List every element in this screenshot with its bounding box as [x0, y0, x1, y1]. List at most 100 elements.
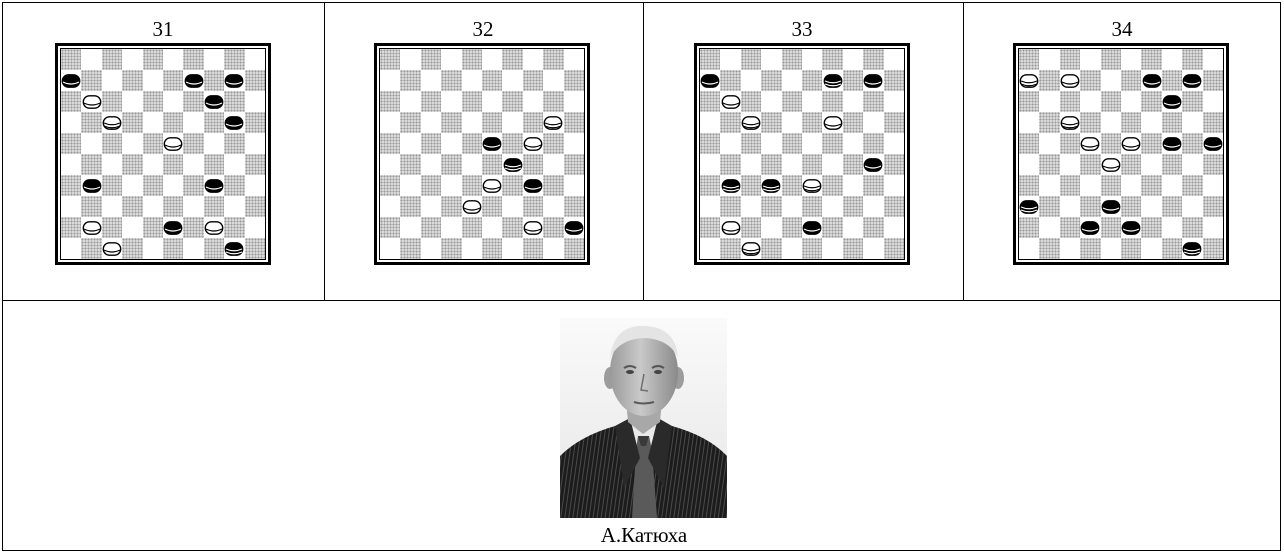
board-square [400, 238, 420, 259]
board-square [163, 70, 183, 91]
table-border-top [2, 2, 1281, 3]
black-checker-icon [803, 221, 822, 235]
white-checker-icon [721, 95, 740, 109]
board-square [1182, 175, 1202, 196]
white-checker-icon [462, 200, 481, 214]
board-square [1162, 112, 1182, 133]
board-square [1060, 217, 1080, 238]
board-square [720, 112, 740, 133]
black-king-icon [762, 179, 781, 193]
board-square [380, 175, 400, 196]
board-square [245, 70, 265, 91]
black-checker-icon [564, 221, 583, 235]
white-checker-icon [164, 137, 183, 151]
black-checker-icon [701, 74, 720, 88]
board-square [1121, 70, 1141, 91]
board-square [523, 112, 543, 133]
board-square [700, 175, 720, 196]
board-square [564, 238, 584, 259]
board-square [782, 217, 802, 238]
white-king-icon [1020, 74, 1039, 88]
column-divider [324, 2, 325, 301]
board-square [843, 154, 863, 175]
board-square [163, 112, 183, 133]
board-square [1039, 196, 1059, 217]
white-checker-icon [82, 95, 101, 109]
board-square [122, 70, 142, 91]
board-square [143, 175, 163, 196]
board-square [81, 196, 101, 217]
board-square [1019, 49, 1039, 70]
black-checker-icon [1142, 74, 1161, 88]
column-divider [963, 2, 964, 301]
diagram-number: 33 [643, 17, 961, 41]
board-square [523, 70, 543, 91]
board-square [380, 91, 400, 112]
board-square [482, 112, 502, 133]
board-square [61, 91, 81, 112]
board-square [441, 70, 461, 91]
board-square [441, 154, 461, 175]
board-square [863, 175, 883, 196]
board-square [822, 133, 842, 154]
black-king-icon [1020, 200, 1039, 214]
board-square [204, 196, 224, 217]
board-square [761, 154, 781, 175]
board-square [1162, 196, 1182, 217]
board-square [1162, 70, 1182, 91]
white-checker-icon [524, 137, 543, 151]
table-row-divider [2, 300, 1281, 301]
board-square [441, 238, 461, 259]
black-checker-icon [62, 74, 81, 88]
black-king-icon [1183, 242, 1202, 256]
board-square [802, 112, 822, 133]
board-square [102, 49, 122, 70]
black-checker-icon [524, 179, 543, 193]
board-square [863, 217, 883, 238]
board-square [564, 196, 584, 217]
board-square [843, 196, 863, 217]
board-square [720, 154, 740, 175]
board-square [102, 175, 122, 196]
board-square [761, 238, 781, 259]
white-checker-icon [1122, 137, 1141, 151]
board-square [564, 154, 584, 175]
board-square [523, 154, 543, 175]
board-square [741, 175, 761, 196]
board-square [782, 133, 802, 154]
white-king-icon [803, 179, 822, 193]
white-checker-icon [103, 242, 122, 256]
board-square [543, 49, 563, 70]
white-checker-icon [823, 116, 842, 130]
board-square [502, 49, 522, 70]
board-square [482, 238, 502, 259]
board-square [822, 91, 842, 112]
board-square [802, 154, 822, 175]
board-square [1101, 217, 1121, 238]
portrait-caption: А.Катюха [2, 522, 1284, 548]
black-checker-icon [184, 74, 203, 88]
white-king-icon [103, 116, 122, 130]
board-square [224, 91, 244, 112]
board-square [502, 175, 522, 196]
white-checker-icon [1101, 158, 1120, 172]
board-square [782, 175, 802, 196]
board-square [543, 217, 563, 238]
board-square [204, 238, 224, 259]
board-square [741, 49, 761, 70]
black-checker-icon [864, 74, 883, 88]
board-square [183, 175, 203, 196]
black-checker-icon [225, 74, 244, 88]
black-checker-icon [1183, 74, 1202, 88]
board-square [421, 175, 441, 196]
board-square [143, 217, 163, 238]
checkers-board [1013, 43, 1229, 265]
white-checker-icon [205, 221, 224, 235]
board-square [564, 112, 584, 133]
board-square [1039, 112, 1059, 133]
board-square [741, 133, 761, 154]
board-square [843, 70, 863, 91]
black-checker-icon [205, 95, 224, 109]
board-square [761, 196, 781, 217]
